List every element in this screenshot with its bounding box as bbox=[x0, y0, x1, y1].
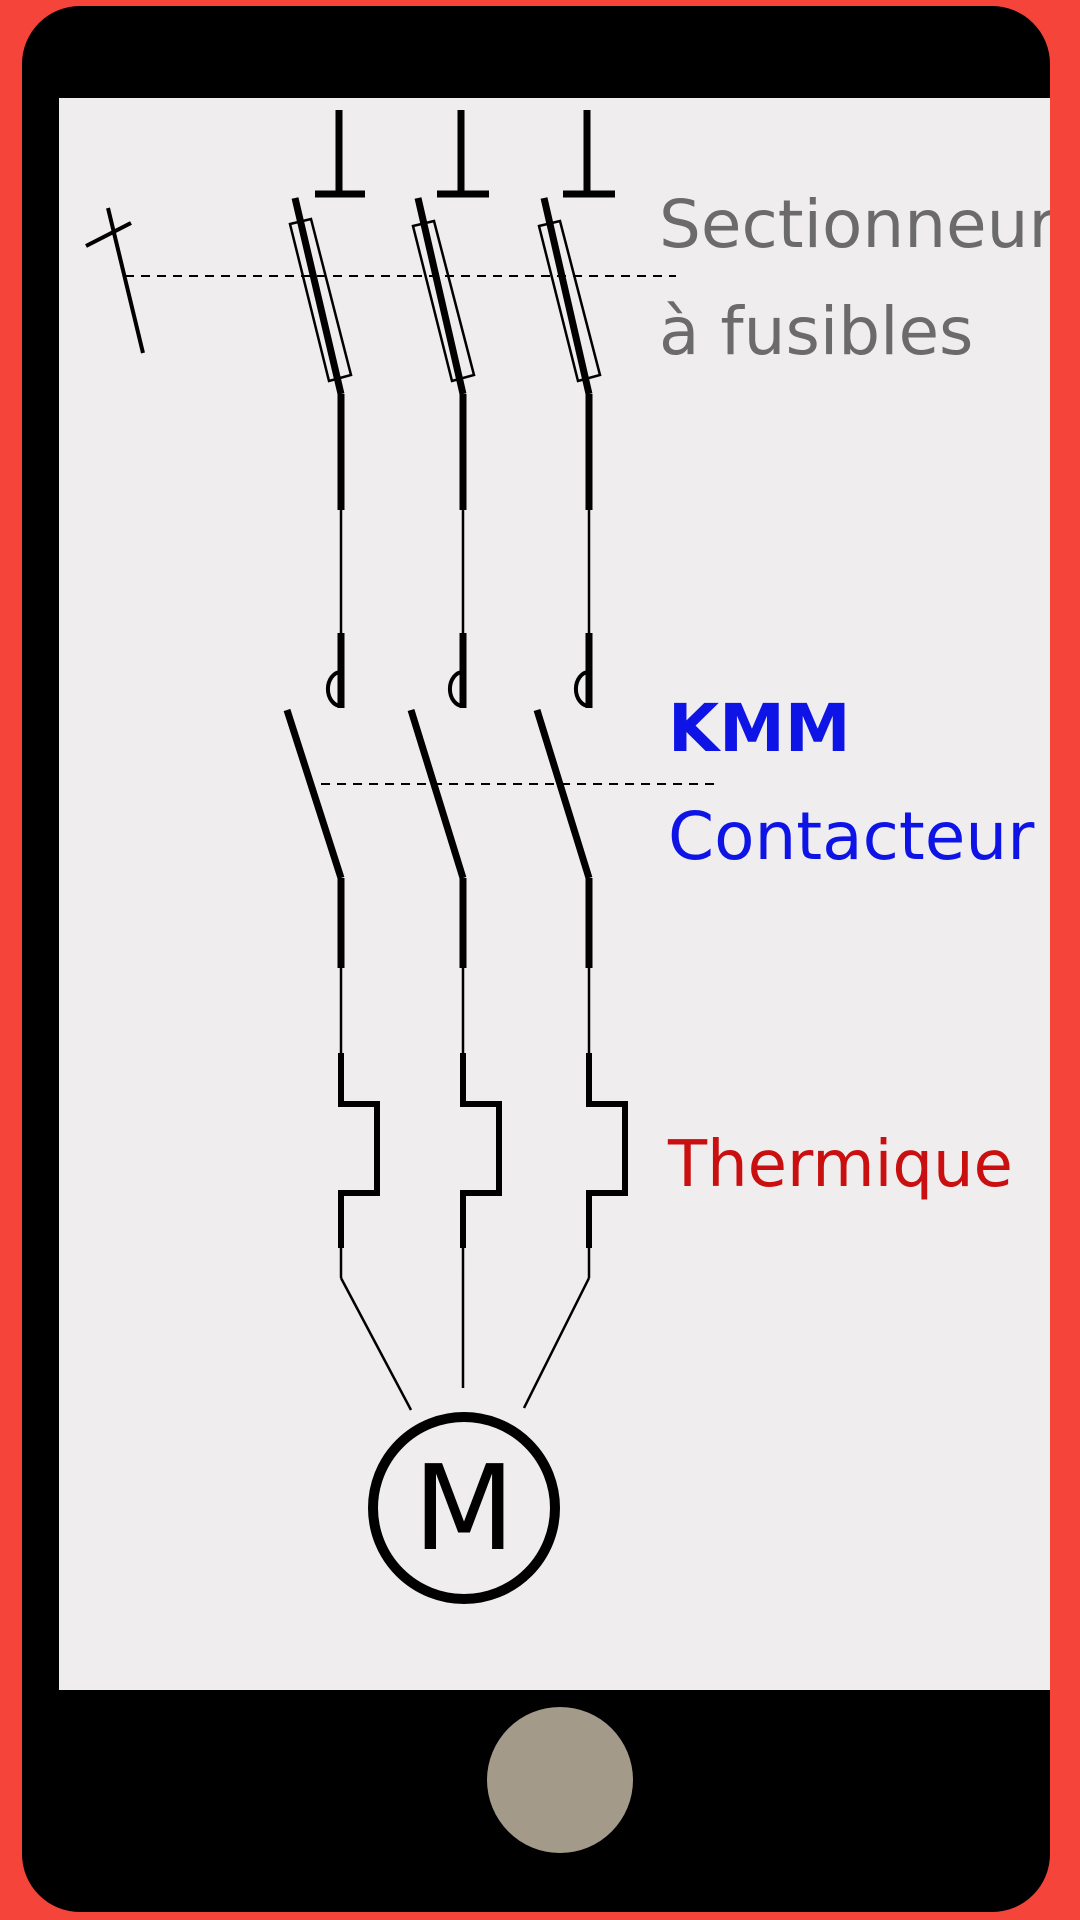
thermique-label: Thermique bbox=[668, 1128, 1013, 1202]
contactor-poles bbox=[283, 708, 593, 968]
fuse-elements bbox=[288, 217, 602, 383]
contacteur-label: Contacteur bbox=[668, 798, 1035, 875]
disconnector-handle bbox=[85, 207, 145, 354]
fuse-disconnector-switch bbox=[85, 197, 676, 395]
supply-terminals bbox=[315, 110, 615, 198]
sectionneur-label-line2: à fusibles bbox=[659, 293, 974, 370]
home-button[interactable] bbox=[487, 1707, 633, 1853]
sectionneur-label-line1: Sectionneur bbox=[659, 186, 1050, 263]
phone-screen: Sectionneur à fusibles KMM Contacteur Th… bbox=[59, 98, 1050, 1690]
phone-frame: Sectionneur à fusibles KMM Contacteur Th… bbox=[22, 6, 1050, 1912]
wires-to-motor bbox=[339, 1248, 591, 1411]
disconnector-outputs bbox=[337, 394, 593, 510]
motor-power-circuit-diagram bbox=[85, 110, 719, 1604]
wires-to-contactor bbox=[339, 510, 591, 638]
motor-symbol bbox=[368, 1412, 560, 1604]
thermal-overload-relay bbox=[338, 1053, 628, 1248]
contactor-kmm bbox=[283, 633, 719, 968]
wires-to-thermal-relay bbox=[339, 968, 591, 1053]
contactor-arcs bbox=[325, 670, 590, 708]
kmm-label: KMM bbox=[668, 690, 851, 767]
